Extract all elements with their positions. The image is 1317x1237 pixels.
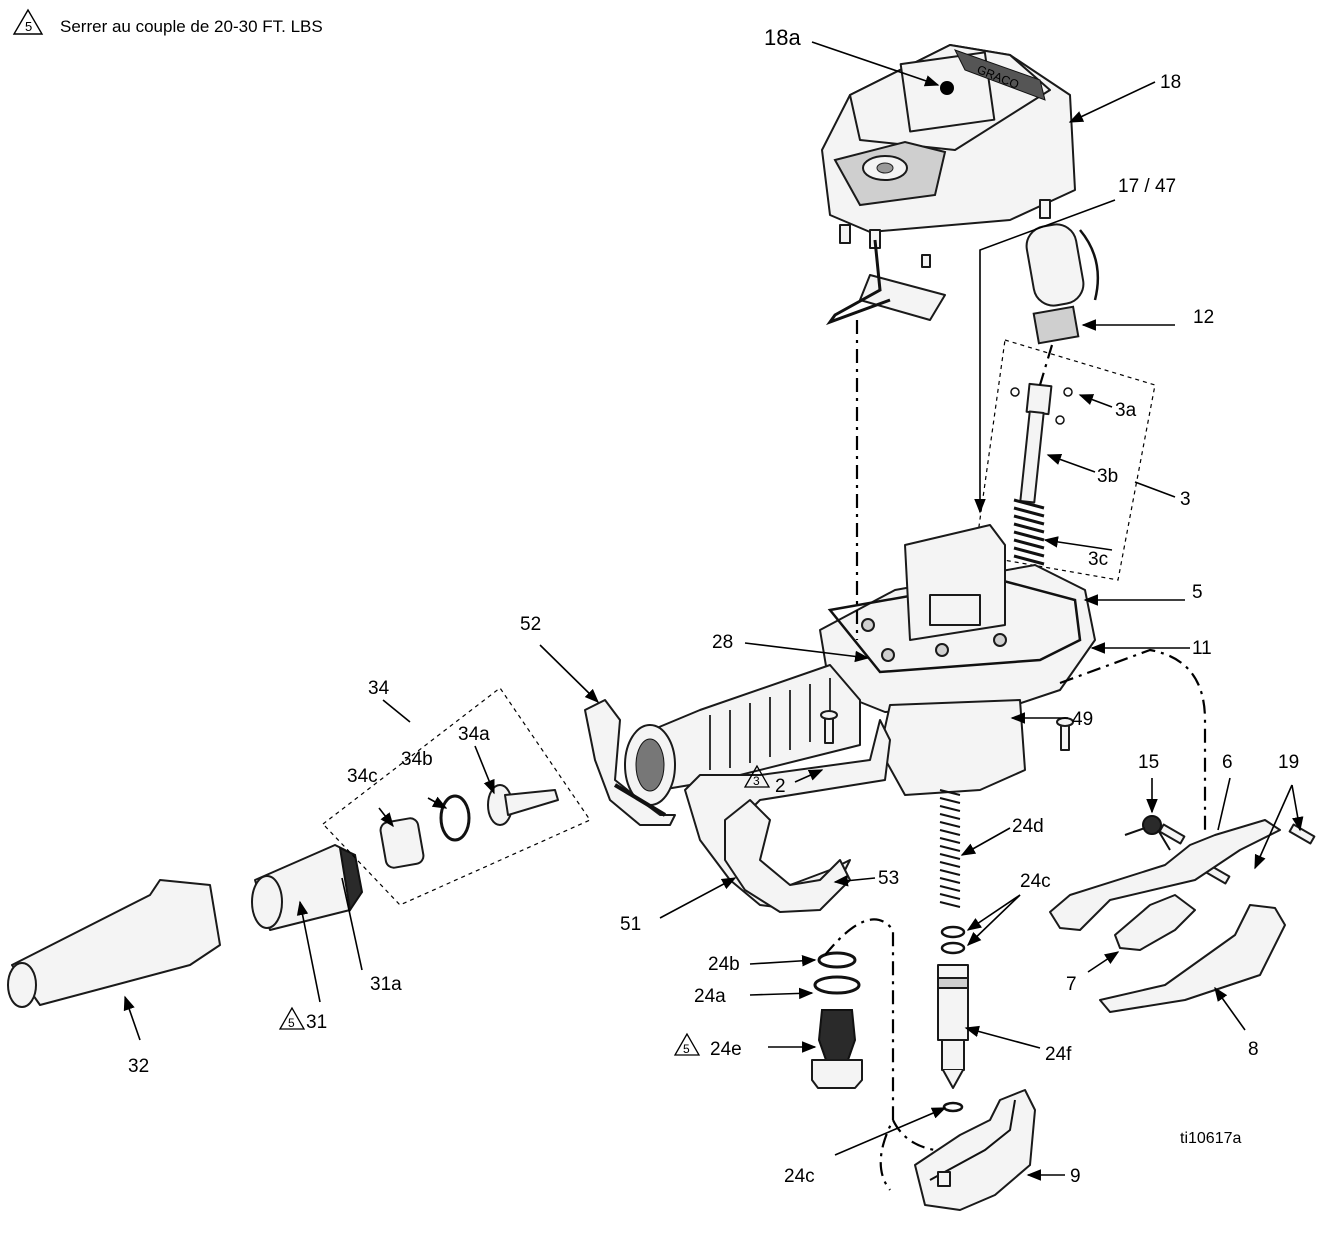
torque-note: 5 Serrer au couple de 20-30 FT. LBS	[12, 8, 323, 36]
callout-32: 32	[128, 1056, 149, 1077]
callout-24f: 24f	[1045, 1044, 1072, 1065]
callout-24c-bottom: 24c	[784, 1166, 815, 1187]
callout-34b: 34b	[401, 749, 433, 770]
callout-3c: 3c	[1088, 549, 1108, 570]
callout-dot-18a	[940, 81, 954, 95]
callout-31-symbol: 5	[288, 1016, 295, 1030]
callout-28: 28	[712, 632, 733, 653]
note-symbol: 5	[25, 19, 32, 34]
callout-49: 49	[1072, 709, 1093, 730]
figure-id: ti10617a	[1180, 1130, 1241, 1147]
callout-15: 15	[1138, 752, 1159, 773]
warning-triangle-icon	[673, 1032, 701, 1056]
top-cover-18: GRACO	[821, 44, 1076, 249]
trigger-guard	[684, 719, 891, 913]
warning-triangle-icon	[278, 1006, 306, 1030]
callout-8: 8	[1248, 1039, 1259, 1060]
callout-24e-group: 5 24e	[673, 1032, 742, 1060]
note-text: Serrer au couple de 20-30 FT. LBS	[60, 17, 323, 36]
nozzle-housing-31	[251, 844, 364, 931]
solenoid-12	[1025, 223, 1100, 345]
handle-grip	[624, 664, 861, 806]
nozzle-kit-34	[379, 784, 559, 869]
callout-18a: 18a	[764, 25, 801, 50]
alignment-line-valve	[824, 918, 936, 1191]
callout-31a: 31a	[370, 974, 402, 995]
fluid-valve-24e	[811, 951, 863, 1089]
leader-lines	[123, 41, 1304, 1181]
spring-15	[1124, 815, 1171, 851]
callout-2-group: 3 2	[743, 764, 786, 797]
warning-triangle-icon	[12, 8, 44, 35]
warning-triangle-icon	[743, 764, 771, 788]
callout-24e: 24e	[710, 1039, 742, 1060]
callout-24c-top: 24c	[1020, 871, 1051, 892]
callout-34c: 34c	[347, 766, 378, 787]
callout-6: 6	[1222, 752, 1233, 773]
callout-24d: 24d	[1012, 816, 1044, 837]
callout-18: 18	[1160, 72, 1181, 93]
valve-kit-dashed-boundary	[974, 339, 1156, 581]
callout-7: 7	[1066, 974, 1077, 995]
callout-2: 2	[775, 776, 786, 797]
callout-34a: 34a	[458, 724, 490, 745]
fluid-stack	[937, 789, 969, 1113]
bottom-cover-9	[914, 1089, 1036, 1211]
alignment-line-link	[1059, 648, 1207, 835]
callout-12: 12	[1193, 307, 1214, 328]
alignment-line-solenoid	[1038, 344, 1054, 386]
linkages	[1049, 819, 1286, 1013]
trigger-52	[584, 699, 676, 826]
valve-assembly-3	[1010, 382, 1073, 566]
callout-34: 34	[368, 678, 390, 699]
callout-51: 51	[620, 914, 641, 935]
callout-5: 5	[1192, 582, 1203, 603]
callout-3: 3	[1180, 489, 1191, 510]
callout-17-47: 17 / 47	[1118, 176, 1176, 197]
callout-24b: 24b	[708, 954, 740, 975]
callout-9: 9	[1070, 1166, 1081, 1187]
callout-52: 52	[520, 614, 541, 635]
callout-31: 31	[306, 1012, 327, 1033]
callout-19: 19	[1278, 752, 1299, 773]
callout-3a: 3a	[1115, 400, 1137, 421]
callout-53: 53	[878, 868, 899, 889]
callout-31-group: 5 31	[278, 1006, 327, 1033]
circuit-board	[825, 239, 946, 326]
callout-11: 11	[1192, 638, 1212, 659]
callout-24a: 24a	[694, 986, 726, 1007]
callout-24e-symbol: 5	[683, 1042, 690, 1056]
main-housing	[819, 524, 1096, 796]
callout-labels: 18a 18 17 / 47 12 3a 3b 3 3c 5 52 28 11 …	[128, 25, 1299, 1187]
callout-3b: 3b	[1097, 466, 1118, 487]
callout-2-symbol: 3	[753, 774, 760, 788]
tip-guard-32	[7, 879, 221, 1008]
